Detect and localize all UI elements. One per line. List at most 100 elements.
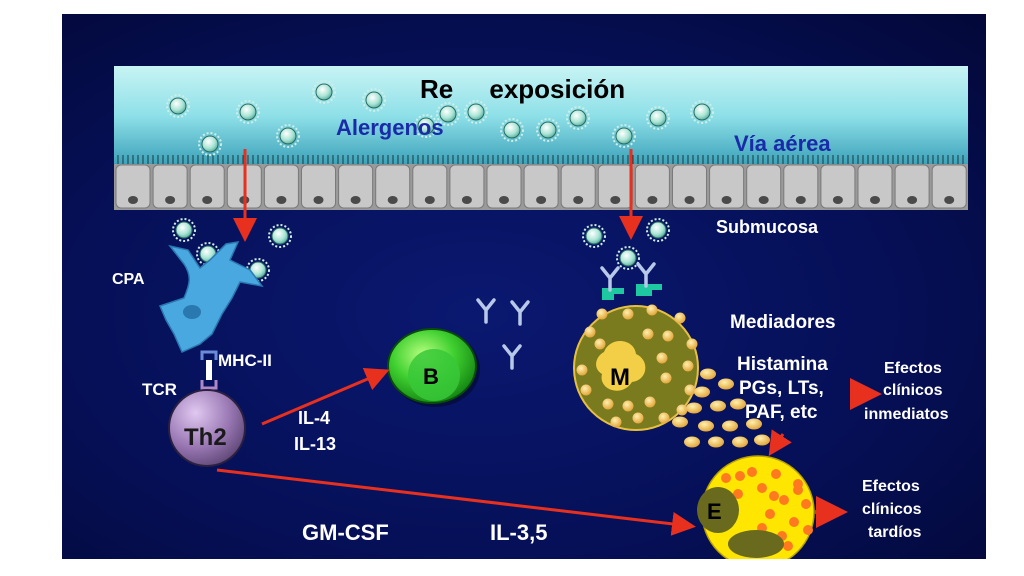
mediator-granule [698,420,714,432]
granule [576,364,588,376]
epithelial-nucleus [499,196,509,204]
arrow-mediators-to-eos [768,429,792,457]
allergen-particle [198,132,222,156]
eos-nucleus-lobe1 [697,487,739,533]
eos-granule [747,467,757,477]
granule [682,360,694,372]
e-label: E [707,499,722,524]
cpa-nucleus [183,305,201,319]
m-label: M [610,364,630,391]
epithelial-nucleus [165,196,176,204]
slide-background: Re exposición Alergenos Vía aérea Submuc… [62,14,986,559]
epithelial-cell [672,164,707,209]
epithelial-cell [783,164,819,209]
granule [622,400,634,412]
cilia [117,155,964,164]
epithelial-nucleus [461,196,472,204]
mediator-granule [686,402,702,414]
mediator-granule [746,418,762,430]
granule [662,330,674,342]
epithelial-nucleus [758,196,769,204]
epithelial-cell [894,164,930,209]
mediator-granule [694,386,710,398]
epithelial-cell [931,164,967,209]
eos-granule [801,499,811,509]
mediator-granule [732,436,748,448]
granule [686,338,698,350]
allergen-particle [566,106,590,130]
epithelial-nucleus [647,196,658,204]
b-label: B [423,364,439,389]
eos-granule [783,541,793,551]
eos-granule [721,473,731,483]
allergen-particle [166,94,190,118]
epithelial-cell [338,164,374,209]
mediator-granule [708,436,724,448]
cpa-label: CPA [112,271,145,288]
epithelial-cell [746,164,782,209]
efectos-tardios-2: clínicos [862,501,922,518]
mast-granules [576,304,698,428]
mhc-receptor [200,350,218,360]
mediator-granule [754,434,770,446]
epithelial-nucleus [276,196,287,204]
antibody [502,344,522,370]
allergen-particle [690,100,714,124]
arrow-th2-to-eos [216,468,696,536]
granule [676,404,688,416]
allergen-particle [312,80,336,104]
allergen-group [166,80,714,282]
eos-granule [793,485,803,495]
granule [584,326,596,338]
epithelial-cell [634,164,670,209]
tcr-label: TCR [142,380,177,399]
allergen-particle [464,100,488,124]
epithelial-nucleus [350,196,361,204]
ige-receptors [602,284,662,300]
epithelial-nucleus [684,196,695,204]
epithelial-cell [857,164,893,209]
eos-granule [769,491,779,501]
tcr-receptor [200,380,218,390]
th2-cell [168,389,246,467]
granule [602,398,614,410]
granule [658,412,670,424]
epithelial-cell [263,164,299,209]
eos-granules [721,467,813,551]
il35-label: IL-3,5 [490,520,548,545]
epithelial-cell [560,164,596,209]
epithelial-nucleus [944,196,955,204]
epithelial-nucleus [387,196,398,204]
mhc-stalk [206,360,212,380]
airway-lumen [114,66,968,166]
eos-granule [789,517,799,527]
eos-granule [779,495,789,505]
allergen-particle [276,124,300,148]
pgs-label: PGs, LTs, [739,378,824,399]
allergen-particle [236,100,260,124]
epithelial-cell [115,164,151,209]
mediator-granule [710,400,726,412]
epithelial-nucleus [573,196,584,204]
allergen-particle [616,246,640,270]
il4-label: IL-4 [298,408,331,428]
antibodies [476,298,530,370]
granule [646,304,658,316]
mast-nucleus [596,340,646,391]
il13-label: IL-13 [294,434,337,454]
epithelial-cell [412,164,448,209]
eos-granule [735,471,745,481]
histamina-label: Histamina [737,354,828,375]
epithelial-nucleus [128,196,138,204]
mediator-granule [718,378,734,390]
epithelial-cell [486,164,522,209]
allergen-particle [582,224,606,248]
allergen-particle [646,106,670,130]
allergy-diagram [114,66,968,559]
efectos-inmediatos-1: Efectos [884,360,942,377]
eos-granule [771,469,781,479]
mediator-granule [700,368,716,380]
title: Re exposición [420,74,626,104]
epithelial-nucleus [536,196,547,204]
arrow-th2-to-b [261,368,390,426]
